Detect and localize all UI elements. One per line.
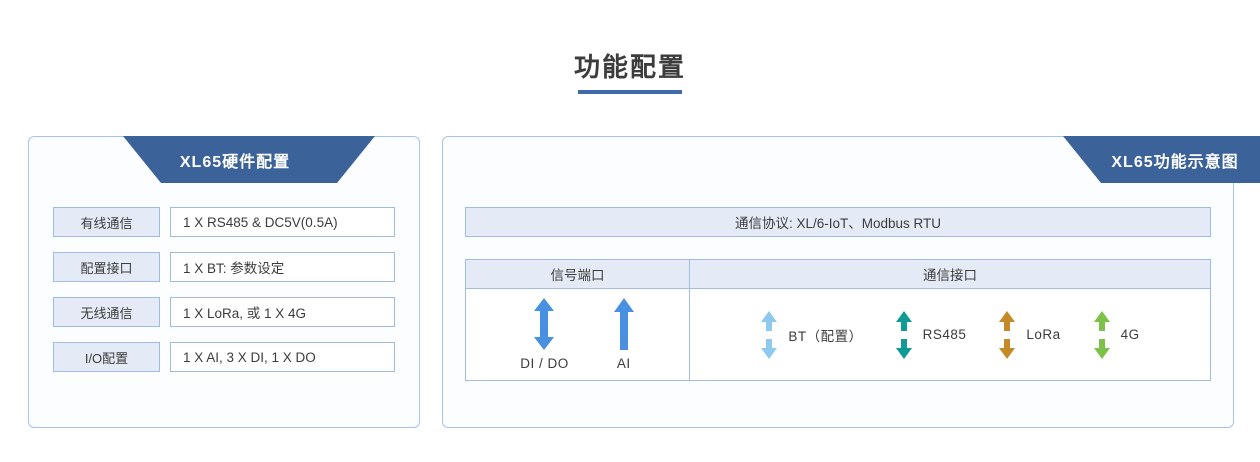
hardware-config-banner: XL65硬件配置: [95, 136, 375, 183]
table-row: 有线通信 1 X RS485 & DC5V(0.5A): [53, 207, 395, 237]
title-underline: [578, 90, 682, 94]
signal-port-label: AI: [616, 356, 631, 371]
comm-port-label: RS485: [922, 327, 967, 342]
comm-port-item-rs485: RS485: [895, 310, 967, 359]
row-value: 1 X LoRa, 或 1 X 4G: [170, 297, 395, 327]
row-label: 有线通信: [53, 207, 160, 237]
row-value: 1 X AI, 3 X DI, 1 X DO: [170, 342, 395, 372]
comm-port-column: 通信接口 BT（配置）: [690, 260, 1210, 380]
comm-port-item-bt: BT（配置）: [760, 310, 863, 359]
signal-port-body: DI / DO AI: [466, 289, 689, 380]
function-diagram-banner-title: XL65功能示意图: [1111, 153, 1239, 171]
protocol-bar: 通信协议: XL/6-IoT、Modbus RTU: [465, 207, 1211, 237]
double-arrow-split-icon: [760, 310, 778, 359]
up-arrow-icon: [613, 298, 635, 350]
double-arrow-icon: [533, 298, 555, 350]
row-value: 1 X RS485 & DC5V(0.5A): [170, 207, 395, 237]
hardware-config-panel: XL65硬件配置 有线通信 1 X RS485 & DC5V(0.5A) 配置接…: [28, 136, 420, 428]
table-row: I/O配置 1 X AI, 3 X DI, 1 X DO: [53, 342, 395, 372]
hardware-config-row-list: 有线通信 1 X RS485 & DC5V(0.5A) 配置接口 1 X BT:…: [53, 207, 395, 372]
signal-port-column: 信号端口 DI / DO AI: [466, 260, 690, 380]
table-row: 配置接口 1 X BT: 参数设定: [53, 252, 395, 282]
signal-port-item-di-do: DI / DO: [520, 298, 569, 371]
comm-port-item-4g: 4G: [1093, 310, 1140, 359]
comm-port-header: 通信接口: [690, 260, 1210, 289]
row-value: 1 X BT: 参数设定: [170, 252, 395, 282]
comm-port-body: BT（配置） RS485: [690, 289, 1210, 380]
hardware-config-banner-title: XL65硬件配置: [179, 153, 291, 171]
page-title: 功能配置: [573, 52, 686, 82]
row-label: 配置接口: [53, 252, 160, 282]
double-arrow-split-icon: [895, 310, 913, 359]
signal-port-item-ai: AI: [613, 298, 635, 371]
port-diagram-table: 信号端口 DI / DO AI: [465, 259, 1211, 381]
page-header: 功能配置: [0, 50, 1260, 94]
double-arrow-split-icon: [1093, 310, 1111, 359]
row-label: 无线通信: [53, 297, 160, 327]
function-diagram-panel: XL65功能示意图 通信协议: XL/6-IoT、Modbus RTU 信号端口…: [442, 136, 1234, 428]
comm-port-label: LoRa: [1026, 327, 1061, 342]
row-label: I/O配置: [53, 342, 160, 372]
signal-port-label: DI / DO: [520, 356, 569, 371]
function-diagram-banner: XL65功能示意图: [1035, 136, 1260, 183]
table-row: 无线通信 1 X LoRa, 或 1 X 4G: [53, 297, 395, 327]
signal-port-header: 信号端口: [466, 260, 689, 289]
comm-port-label: BT（配置）: [788, 328, 863, 344]
comm-port-label: 4G: [1120, 327, 1140, 342]
comm-port-item-lora: LoRa: [998, 310, 1061, 359]
double-arrow-split-icon: [998, 310, 1016, 359]
